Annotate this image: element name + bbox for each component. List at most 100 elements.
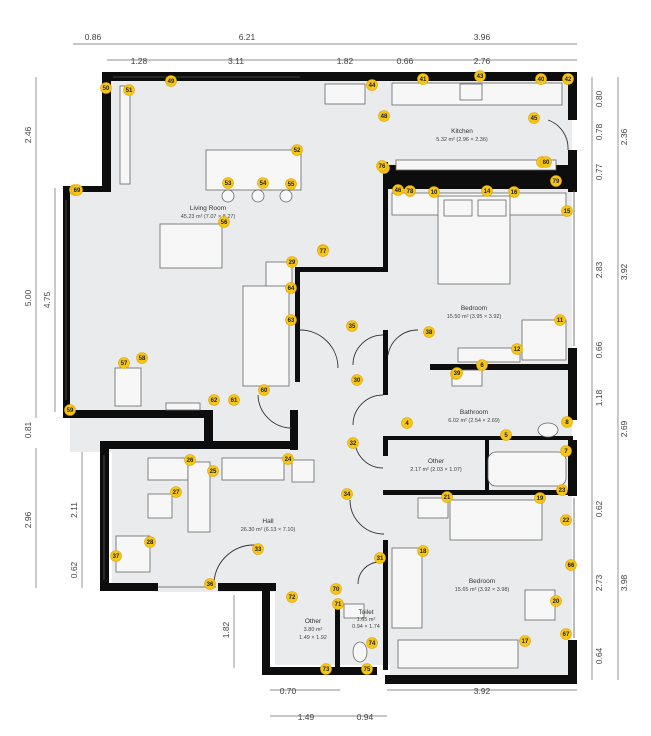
marker-74: 74 <box>366 637 378 649</box>
marker-number: 12 <box>514 347 521 353</box>
marker-61: 61 <box>228 394 240 406</box>
marker-16: 16 <box>508 186 520 198</box>
marker-dot <box>417 73 429 85</box>
marker-dot <box>110 550 122 562</box>
marker-53: 53 <box>222 177 234 189</box>
marker-dot <box>562 73 574 85</box>
sink <box>459 83 483 101</box>
room-info: 5.32 m² (2.96 × 2.36) <box>436 137 488 143</box>
marker-number: 72 <box>289 595 296 601</box>
marker-number: 57 <box>121 361 128 367</box>
wall <box>100 441 295 449</box>
marker-number: 43 <box>477 74 484 80</box>
marker-dot <box>404 185 416 197</box>
marker-number: 41 <box>420 77 427 83</box>
marker-number: 18 <box>420 549 427 555</box>
marker-dot <box>376 160 388 172</box>
marker-30: 30 <box>351 374 363 386</box>
marker-number: 40 <box>538 77 545 83</box>
marker-dot <box>451 367 463 379</box>
marker-dot <box>258 384 270 396</box>
marker-75: 75 <box>361 663 373 675</box>
marker-number: 37 <box>113 554 120 560</box>
marker-54: 54 <box>257 177 269 189</box>
room-info: 2.17 m² (2.03 × 1.07) <box>410 467 462 473</box>
wall <box>383 540 388 670</box>
door-swing <box>352 394 384 426</box>
marker-number: 44 <box>369 83 376 89</box>
marker-number: 48 <box>381 114 388 120</box>
marker-73: 73 <box>320 663 332 675</box>
marker-dot <box>257 177 269 189</box>
bar-stool <box>251 189 265 203</box>
wall <box>568 640 577 684</box>
marker-number: 25 <box>210 469 217 475</box>
wall <box>262 583 270 675</box>
marker-dot <box>560 445 572 457</box>
marker-79: 79 <box>550 175 562 187</box>
marker-number: 55 <box>288 182 295 188</box>
door-swing <box>349 499 385 535</box>
room-name: Toilet <box>358 609 373 616</box>
dim-label: 2.69 <box>619 420 629 437</box>
marker-26: 26 <box>184 454 196 466</box>
marker-11: 11 <box>554 314 566 326</box>
marker-number: 15 <box>564 209 571 215</box>
marker-dot <box>208 394 220 406</box>
marker-dot <box>218 216 230 228</box>
wall <box>100 441 109 591</box>
marker-38: 38 <box>423 326 435 338</box>
dim-label: 3.92 <box>474 686 491 696</box>
dimension-lines <box>35 43 619 717</box>
wall <box>295 267 300 382</box>
marker-dot <box>534 492 546 504</box>
dim-label: 2.96 <box>23 511 33 528</box>
wall <box>383 162 388 272</box>
marker-dot <box>401 417 413 429</box>
dim-label: 0.80 <box>594 90 604 107</box>
marker-55: 55 <box>285 178 297 190</box>
marker-70: 70 <box>330 583 342 595</box>
marker-dot <box>204 578 216 590</box>
marker-number: 46 <box>395 188 402 194</box>
marker-number: 62 <box>211 398 218 404</box>
marker-dot <box>423 326 435 338</box>
marker-number: 80 <box>543 160 550 166</box>
marker-number: 38 <box>426 330 433 336</box>
dim-label: 1.18 <box>594 389 604 406</box>
marker-52: 52 <box>291 144 303 156</box>
marker-6: 6 <box>476 359 488 371</box>
cabinet <box>324 83 366 105</box>
marker-dot <box>361 663 373 675</box>
wall <box>383 436 573 440</box>
marker-12: 12 <box>511 343 523 355</box>
marker-dot <box>528 112 540 124</box>
marker-24: 24 <box>282 453 294 465</box>
marker-number: 8 <box>565 420 569 426</box>
marker-29: 29 <box>286 256 298 268</box>
pillow <box>477 199 507 217</box>
marker-dot <box>100 82 112 94</box>
dim-label: 1.82 <box>221 621 231 638</box>
marker-number: 11 <box>557 318 564 324</box>
room-name: Other <box>305 618 322 625</box>
marker-46: 46 <box>392 184 404 196</box>
room-info: 1.65 m² <box>357 617 376 623</box>
marker-58: 58 <box>136 352 148 364</box>
dim-label: 4.75 <box>42 291 52 308</box>
marker-45: 45 <box>528 112 540 124</box>
dim-label: 1.49 <box>298 712 315 722</box>
marker-number: 28 <box>147 540 154 546</box>
marker-number: 76 <box>379 164 386 170</box>
marker-dot <box>351 374 363 386</box>
room-labels: Kitchen 5.32 m² (2.96 × 2.36) Living Roo… <box>181 128 510 641</box>
marker-number: 36 <box>207 582 214 588</box>
marker-dot <box>392 184 404 196</box>
wall <box>383 330 388 395</box>
dim-label: 0.64 <box>594 647 604 664</box>
marker-number: 54 <box>260 181 267 187</box>
shelf <box>119 85 131 185</box>
door-swing <box>357 561 379 585</box>
marker-dot <box>511 343 523 355</box>
